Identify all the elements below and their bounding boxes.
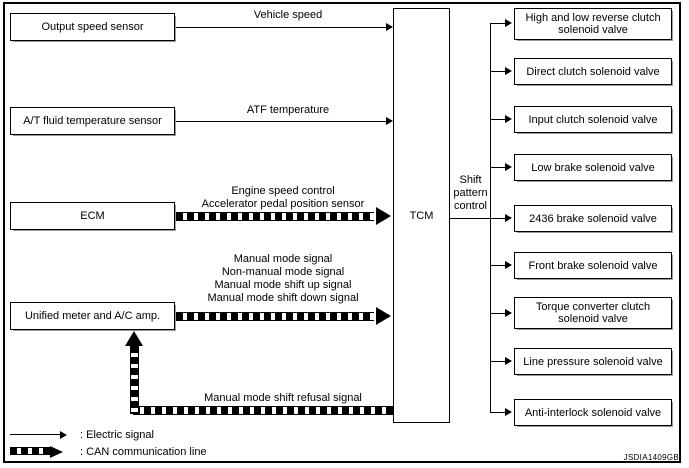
- signal-label-atf-temperature: ATF temperature: [246, 104, 330, 116]
- block-line-pressure-solenoid-valve[interactable]: Line pressure solenoid valve: [514, 348, 673, 376]
- legend-label: : CAN communication line: [80, 446, 207, 458]
- connector-output-speed-sensor-to-tcm: [175, 27, 386, 28]
- block-label: 2436 brake solenoid valve: [529, 212, 657, 225]
- block-label: Direct clutch solenoid valve: [526, 65, 660, 78]
- block-label: Unified meter and A/C amp.: [24, 310, 161, 322]
- block-label: High and low reverse clutch solenoid val…: [525, 12, 661, 36]
- legend-label: : Electric signal: [80, 429, 154, 441]
- arrowhead-input-clutch: [505, 115, 512, 123]
- block-label: Line pressure solenoid valve: [523, 355, 663, 368]
- block-at-fluid-temperature-sensor[interactable]: A/T fluid temperature sensor: [10, 107, 176, 136]
- arrowhead-high-and-low-reverse-clutch: [505, 19, 512, 27]
- branch-line-torque-converter-clutch: [490, 313, 508, 314]
- connector-at-fluid-temperature-sensor-to-tcm: [175, 121, 386, 122]
- signal-label-engine-speed-and-app: Engine speed control Accelerator pedal p…: [201, 185, 365, 210]
- block-2436-brake-solenoid-valve[interactable]: 2436 brake solenoid valve: [514, 205, 673, 233]
- block-tcm[interactable]: TCM: [393, 8, 450, 423]
- diagram-frame: [3, 2, 681, 463]
- arrowhead-output-speed-sensor: [386, 23, 393, 31]
- can-line-arrow-icon: [10, 446, 72, 458]
- block-label: Low brake solenoid valve: [531, 161, 655, 174]
- block-front-brake-solenoid-valve[interactable]: Front brake solenoid valve: [514, 252, 673, 280]
- branch-line-line-pressure: [490, 361, 508, 362]
- branch-line-front-brake: [490, 265, 508, 266]
- can-arrowhead-ecm: [376, 207, 391, 225]
- branch-line-anti-interlock: [490, 412, 508, 413]
- can-arrowhead-shift-refusal: [125, 331, 143, 346]
- block-output-speed-sensor[interactable]: Output speed sensor: [10, 13, 176, 42]
- branch-line-direct-clutch: [490, 71, 508, 72]
- block-label: TCM: [409, 209, 434, 222]
- arrowhead-low-brake: [505, 163, 512, 171]
- block-input-clutch-solenoid-valve[interactable]: Input clutch solenoid valve: [514, 106, 673, 134]
- can-connector-shift-refusal-vertical: [130, 346, 139, 414]
- signal-label-manual-mode-shift-refusal: Manual mode shift refusal signal: [204, 392, 362, 404]
- block-unified-meter-and-ac-amp[interactable]: Unified meter and A/C amp.: [10, 302, 176, 331]
- block-ecm[interactable]: ECM: [10, 202, 176, 231]
- legend-electric-signal: : Electric signal: [10, 429, 154, 441]
- arrowhead-direct-clutch: [505, 67, 512, 75]
- arrowhead-front-brake: [505, 261, 512, 269]
- connector-tcm-to-output-bus: [450, 218, 491, 219]
- block-low-brake-solenoid-valve[interactable]: Low brake solenoid valve: [514, 154, 673, 182]
- block-high-and-low-reverse-clutch-solenoid-valve[interactable]: High and low reverse clutch solenoid val…: [514, 8, 673, 41]
- signal-label-manual-mode-signals: Manual mode signal Non-manual mode signa…: [207, 253, 359, 304]
- block-label: A/T fluid temperature sensor: [23, 115, 162, 127]
- arrowhead-torque-converter-clutch: [505, 309, 512, 317]
- block-label: Torque converter clutch solenoid valve: [535, 301, 651, 325]
- can-arrowhead-unified-meter: [376, 307, 391, 325]
- signal-label-vehicle-speed: Vehicle speed: [253, 9, 323, 21]
- block-label: ECM: [80, 210, 105, 222]
- branch-line-high-and-low-reverse-clutch: [490, 23, 508, 24]
- figure-reference-code: JSDIA1409GB: [623, 453, 679, 462]
- block-label: Anti-interlock solenoid valve: [524, 406, 662, 419]
- arrowhead-anti-interlock: [505, 408, 512, 416]
- shift-pattern-control-text: Shift pattern control: [453, 174, 488, 212]
- block-direct-clutch-solenoid-valve[interactable]: Direct clutch solenoid valve: [514, 58, 673, 86]
- branch-line-input-clutch: [490, 119, 508, 120]
- arrowhead-at-fluid-temperature-sensor: [386, 117, 393, 125]
- block-label: Front brake solenoid valve: [528, 259, 658, 272]
- block-torque-converter-clutch-solenoid-valve[interactable]: Torque converter clutch solenoid valve: [514, 297, 673, 330]
- can-connector-unified-meter-to-tcm: [176, 312, 374, 321]
- legend-can-communication-line: : CAN communication line: [10, 446, 207, 458]
- branch-line-low-brake: [490, 167, 508, 168]
- can-connector-ecm-to-tcm: [176, 212, 374, 221]
- branch-line-2436-brake: [490, 218, 508, 219]
- label-shift-pattern-control: Shift pattern control: [451, 174, 490, 213]
- can-connector-shift-refusal-horizontal: [133, 406, 393, 415]
- electric-signal-arrow-icon: [10, 429, 72, 441]
- arrowhead-line-pressure: [505, 357, 512, 365]
- block-label: Input clutch solenoid valve: [528, 113, 658, 126]
- block-anti-interlock-solenoid-valve[interactable]: Anti-interlock solenoid valve: [514, 399, 673, 427]
- arrowhead-2436-brake: [505, 214, 512, 222]
- block-label: Output speed sensor: [41, 21, 144, 33]
